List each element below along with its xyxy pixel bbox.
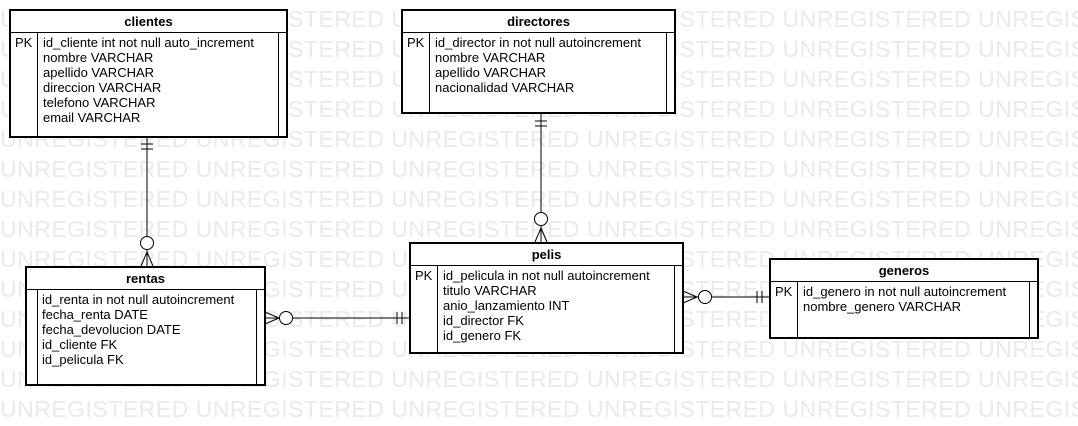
field-row: apellido VARCHAR <box>435 65 547 80</box>
column-divider <box>256 290 257 384</box>
crowfoot-marker <box>682 290 698 298</box>
field-row: anio_lanzamiento INT <box>443 298 570 313</box>
field-row: nombre VARCHAR <box>43 50 154 65</box>
relationship-pelis-rentas[interactable] <box>264 311 410 325</box>
column-divider <box>1029 282 1030 337</box>
entity-title: rentas <box>27 268 264 290</box>
field-row: nombre_genero VARCHAR <box>803 299 961 314</box>
field-row: fecha_devolucion DATE <box>42 322 181 337</box>
field-row: nacionalidad VARCHAR <box>435 80 575 95</box>
crowfoot-marker <box>140 251 148 267</box>
field-row: id_cliente FK <box>42 337 118 352</box>
field-row: titulo VARCHAR <box>443 283 537 298</box>
relationship-directores-pelis[interactable] <box>534 114 548 243</box>
field-row: id_renta in not null autoincrement <box>42 292 235 307</box>
crowfoot-marker <box>146 251 154 267</box>
field-row: id_genero in not null autoincrement <box>803 284 1007 299</box>
field-row: email VARCHAR <box>43 110 141 125</box>
entity-title: directores <box>403 11 674 33</box>
column-divider <box>674 266 675 352</box>
pk-label: PK <box>11 33 38 136</box>
entity-generos[interactable]: generos PK id_genero in not null autoinc… <box>769 258 1039 339</box>
crowfoot-marker <box>540 227 548 243</box>
field-row: apellido VARCHAR <box>43 65 155 80</box>
relationship-clientes-rentas[interactable] <box>140 138 154 267</box>
entity-title: generos <box>771 260 1037 282</box>
entity-directores[interactable]: directores PK id_director in not null au… <box>401 9 676 114</box>
field-row: fecha_renta DATE <box>42 307 148 322</box>
entity-clientes[interactable]: clientes PK id_cliente int not null auto… <box>9 9 288 138</box>
zero-marker <box>279 311 293 325</box>
field-row: id_pelicula in not null autoincrement <box>443 268 650 283</box>
pk-label <box>27 290 38 384</box>
crowfoot-marker <box>264 317 280 325</box>
field-row: direccion VARCHAR <box>43 80 162 95</box>
field-row: id_cliente int not null auto_increment <box>43 35 255 50</box>
column-divider <box>666 33 667 112</box>
zero-marker <box>534 212 548 226</box>
zero-marker <box>698 290 712 304</box>
field-row: nombre VARCHAR <box>435 50 546 65</box>
pk-label: PK <box>771 282 798 337</box>
field-row: telefono VARCHAR <box>43 95 156 110</box>
crowfoot-marker <box>682 296 698 304</box>
crowfoot-marker <box>264 311 280 319</box>
relationship-generos-pelis[interactable] <box>682 290 770 304</box>
zero-marker <box>140 236 154 250</box>
crowfoot-marker <box>534 227 542 243</box>
column-divider <box>278 33 279 136</box>
field-row: id_director in not null autoincrement <box>435 35 641 50</box>
entity-title: pelis <box>411 244 682 266</box>
field-row: id_genero FK <box>443 328 522 343</box>
entity-title: clientes <box>11 11 286 33</box>
pk-label: PK <box>411 266 438 352</box>
field-row: id_pelicula FK <box>42 352 124 367</box>
field-row: id_director FK <box>443 313 524 328</box>
pk-label: PK <box>403 33 430 112</box>
entity-rentas[interactable]: rentas id_renta in not null autoincremen… <box>25 266 266 386</box>
entity-pelis[interactable]: pelis PK id_pelicula in not null autoinc… <box>409 242 684 354</box>
